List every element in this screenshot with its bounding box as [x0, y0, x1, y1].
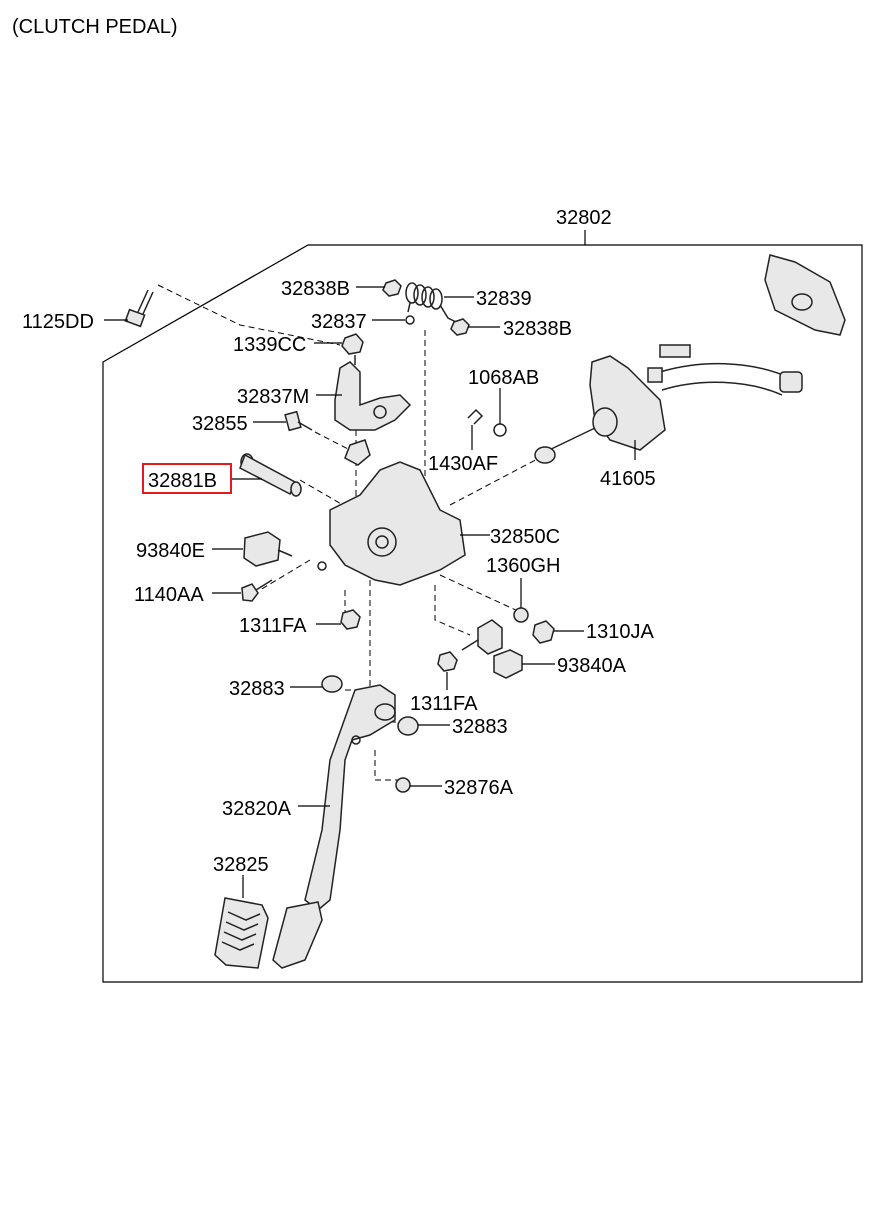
washer-1360GH [513, 607, 529, 623]
pin-32855 [284, 410, 313, 432]
clip-1430AF [467, 408, 484, 425]
diagram-title: (CLUTCH PEDAL) [12, 16, 178, 38]
assembly-frame [102, 244, 863, 983]
label-93840E: 93840E [136, 540, 205, 562]
label-32883-right: 32883 [452, 716, 508, 738]
bushing-32883-right [397, 716, 419, 736]
spring-32839 [405, 282, 457, 323]
label-32837M: 32837M [237, 386, 309, 408]
bracket-32837M [334, 361, 412, 466]
label-32855: 32855 [192, 413, 248, 435]
label-32825: 32825 [213, 854, 269, 876]
bolt-1140AA [241, 579, 273, 602]
label-41605: 41605 [600, 468, 656, 490]
nut-1310JA [532, 620, 555, 644]
label-1311FA-lower: 1311FA [410, 693, 478, 715]
gasket-plate [764, 254, 846, 336]
assembly-label: 32802 [556, 207, 612, 229]
label-32883-left: 32883 [229, 678, 285, 700]
label-32838B-lower: 32838B [503, 318, 572, 340]
label-32850C: 32850C [490, 526, 560, 548]
nut-1339CC [341, 333, 364, 365]
highlight-box-32881B [142, 463, 232, 494]
label-1339CC: 1339CC [233, 334, 306, 356]
label-1360GH: 1360GH [486, 555, 561, 577]
label-1430AF: 1430AF [428, 453, 498, 475]
bolt-1125DD [124, 289, 154, 328]
nut-32838B-upper [382, 279, 402, 297]
pedal-arm-32820A [272, 684, 396, 969]
label-32820A: 32820A [222, 798, 292, 820]
switch-93840E [243, 531, 293, 567]
label-1311FA-upper: 1311FA [239, 615, 307, 637]
nut-1311FA-upper [340, 609, 361, 630]
switch-93840A [461, 619, 523, 679]
master-cylinder-41605 [534, 344, 803, 464]
label-1125DD: 1125DD [22, 311, 94, 333]
pin-32881B [239, 453, 302, 497]
label-1068AB: 1068AB [468, 367, 539, 389]
label-1140AA: 1140AA [134, 584, 204, 606]
label-1310JA: 1310JA [586, 621, 654, 643]
bracket-32850C [317, 461, 466, 586]
bushing-32883-left [321, 675, 343, 693]
label-32881B: 32881B [148, 470, 217, 492]
washer-32837 [405, 315, 415, 325]
stopper-32876A [395, 777, 411, 793]
label-32838B-upper: 32838B [281, 278, 350, 300]
label-32839: 32839 [476, 288, 532, 310]
nut-32838B-lower [450, 318, 470, 336]
pedal-pad-32825 [214, 897, 269, 969]
label-32837: 32837 [311, 311, 367, 333]
label-32876A: 32876A [444, 777, 514, 799]
nut-1311FA-lower [437, 651, 458, 672]
part-labels: 1125DD 32838B 32839 32837 32838B 1339CC … [22, 278, 656, 876]
washer-1068AB [493, 423, 507, 437]
leader-lines [104, 286, 636, 898]
label-93840A: 93840A [557, 655, 627, 677]
